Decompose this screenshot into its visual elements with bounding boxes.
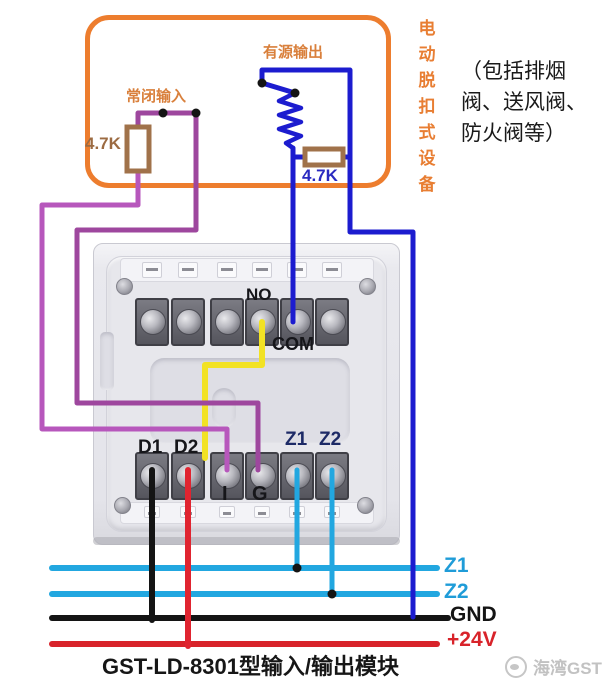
wire-yellow-no bbox=[202, 319, 265, 461]
resistor-active-output bbox=[302, 146, 346, 168]
bus-label-z1: Z1 bbox=[444, 554, 469, 577]
label-d1: D1 bbox=[138, 437, 163, 458]
label-d2: D2 bbox=[174, 437, 199, 458]
resistor-nc-input bbox=[124, 124, 152, 174]
device-note-line: 阀、送风阀、 bbox=[461, 90, 587, 114]
wire-tab bbox=[254, 506, 270, 518]
wire-tab bbox=[178, 262, 198, 278]
watermark: 海湾GST bbox=[505, 654, 602, 679]
active-output-label: 有源输出 bbox=[263, 44, 324, 61]
screw-icon bbox=[114, 497, 131, 514]
wire-tab bbox=[322, 262, 342, 278]
gst-logo-icon bbox=[505, 655, 527, 678]
bus-label-gnd: GND bbox=[450, 603, 497, 626]
wire-tab bbox=[252, 262, 272, 278]
label-com: COM bbox=[272, 334, 314, 354]
label-no: NO bbox=[246, 285, 272, 304]
terminal-com bbox=[280, 298, 314, 346]
device-note-line: 防火阀等） bbox=[461, 121, 566, 145]
wire-purple-nc-outer bbox=[39, 165, 230, 473]
label-z2: Z2 bbox=[319, 429, 342, 450]
bus-label-z2: Z2 bbox=[444, 580, 469, 603]
coil-symbol bbox=[276, 90, 304, 151]
nc-resistor-value: 4.7K bbox=[85, 134, 121, 153]
wire-tab bbox=[142, 262, 162, 278]
device-note: （包括排烟 阀、送风阀、 防火阀等） bbox=[461, 56, 606, 149]
label-g: G bbox=[252, 483, 268, 505]
bus-label-24v: +24V bbox=[447, 628, 497, 651]
device-vertical-label: 电动脱扣式设备 bbox=[418, 19, 436, 194]
module-side-slot bbox=[100, 332, 114, 390]
device-boundary-box bbox=[85, 15, 391, 188]
nc-input-label: 常闭输入 bbox=[126, 88, 187, 105]
module-shadow bbox=[93, 537, 400, 545]
wire-purple-nc-inner bbox=[74, 110, 261, 473]
screw-icon bbox=[116, 278, 133, 295]
screw-icon bbox=[359, 278, 376, 295]
label-z1: Z1 bbox=[285, 429, 308, 450]
terminal-top-1 bbox=[135, 298, 169, 346]
active-resistor-value: 4.7K bbox=[302, 166, 338, 185]
label-i: I bbox=[222, 483, 228, 505]
terminal-top-6 bbox=[315, 298, 349, 346]
screw-icon bbox=[357, 497, 374, 514]
module-recess-pill bbox=[212, 388, 236, 428]
terminal-top-3 bbox=[210, 298, 244, 346]
terminal-g bbox=[245, 452, 279, 500]
watermark-text: 海湾GST bbox=[533, 659, 602, 678]
wire-tab bbox=[217, 262, 237, 278]
device-note-line: （包括排烟 bbox=[461, 59, 566, 83]
diagram-caption: GST-LD-8301型输入/输出模块 bbox=[102, 654, 400, 679]
junction-dots bbox=[158, 78, 337, 599]
terminal-top-2 bbox=[171, 298, 205, 346]
wire-tab bbox=[219, 506, 235, 518]
